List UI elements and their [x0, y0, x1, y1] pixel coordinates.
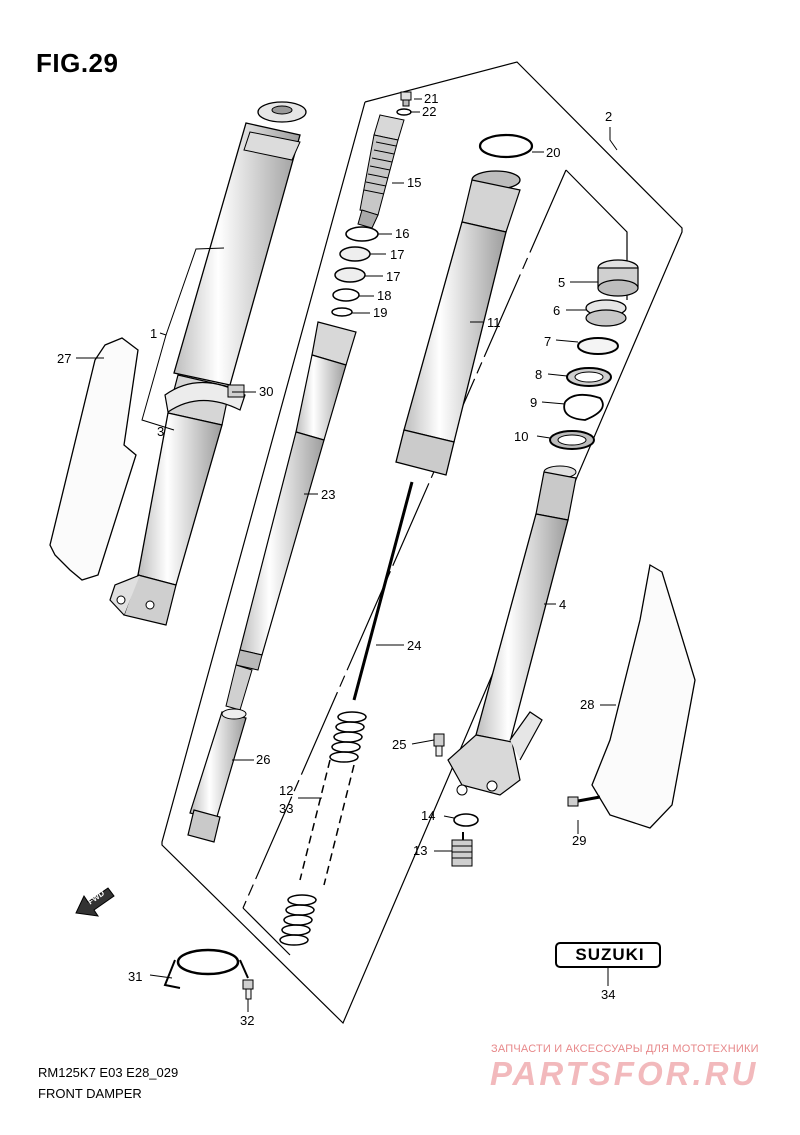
callout-17-upper: 17	[390, 247, 405, 262]
callout-27: 27	[57, 351, 72, 366]
damper-rod-23	[225, 321, 357, 711]
callout-32: 32	[240, 1013, 255, 1028]
ring-17-upper	[339, 246, 371, 262]
o-ring-22	[396, 108, 412, 116]
figure-title: FIG.29	[36, 48, 119, 78]
callout-19: 19	[373, 305, 388, 320]
watermark-logo: PARTSFOR.RU	[490, 1055, 759, 1092]
washer-14	[453, 813, 479, 827]
spring-12	[279, 711, 367, 946]
callout-25: 25	[392, 737, 407, 752]
o-ring-20	[478, 133, 534, 159]
callout-16: 16	[395, 226, 410, 241]
callout-2: 2	[605, 109, 613, 124]
callout-34: 34	[601, 987, 616, 1002]
rod-24	[352, 481, 414, 701]
inner-tube-4	[447, 465, 577, 796]
fwd-arrow-icon	[75, 887, 115, 917]
ring-17-lower	[334, 267, 366, 283]
leader-lines	[76, 98, 618, 1012]
callout-22: 22	[422, 104, 437, 119]
frame-inner	[565, 169, 628, 240]
callout-20: 20	[546, 145, 561, 160]
ring-19	[331, 307, 353, 317]
callout-13: 13	[413, 843, 428, 858]
model-code: RM125K7 E03 E28_029	[38, 1065, 179, 1080]
bushing-6	[585, 299, 627, 327]
watermark-caption: ЗАПЧАСТИ И АКСЕССУАРЫ ДЛЯ МОТОТЕХНИКИ	[491, 1043, 759, 1055]
callout-26: 26	[256, 752, 271, 767]
callout-18: 18	[377, 288, 392, 303]
outer-tube-11	[395, 170, 521, 476]
callout-6: 6	[553, 303, 561, 318]
bolt-25	[433, 733, 445, 757]
circlip-9	[563, 393, 604, 421]
bolt-32	[242, 979, 254, 1000]
suzuki-emblem-text: SUZUKI	[575, 945, 645, 964]
clamp-31	[163, 948, 249, 989]
callout-3: 3	[157, 424, 165, 439]
callout-1: 1	[150, 326, 158, 341]
fork-assembly-1	[109, 101, 307, 626]
frame-inner-bottom	[242, 907, 291, 956]
callout-10: 10	[514, 429, 529, 444]
callout-9: 9	[530, 395, 538, 410]
callout-5: 5	[558, 275, 566, 290]
callout-24: 24	[407, 638, 422, 653]
bolt-21	[400, 91, 412, 107]
callout-29: 29	[572, 833, 587, 848]
callout-11: 11	[487, 315, 501, 330]
callout-30: 30	[259, 384, 274, 399]
oil-seal-8	[566, 367, 612, 387]
callout-12: 12	[279, 783, 294, 798]
callout-4: 4	[559, 597, 567, 612]
callout-17-lower: 17	[386, 269, 401, 284]
bolt-29	[567, 795, 601, 807]
callout-31: 31	[128, 969, 143, 984]
callout-15: 15	[407, 175, 422, 190]
washer-7	[577, 337, 619, 355]
callout-14: 14	[421, 808, 436, 823]
callout-7: 7	[544, 334, 552, 349]
fork-guard-left-27	[49, 337, 139, 581]
callout-8: 8	[535, 367, 543, 382]
frame-inner-left	[242, 169, 567, 909]
callout-33: 33	[279, 801, 294, 816]
ring-16	[345, 226, 379, 242]
cylinder-26	[187, 708, 247, 843]
dust-seal-10	[549, 430, 595, 450]
ring-18	[332, 288, 360, 302]
callout-28: 28	[580, 697, 595, 712]
suzuki-emblem-34	[555, 942, 661, 968]
section-name: FRONT DAMPER	[38, 1086, 142, 1101]
cap-assembly-15	[357, 114, 405, 229]
bushing-5	[597, 259, 639, 297]
callout-23: 23	[321, 487, 336, 502]
callout-21: 21	[424, 91, 439, 106]
valve-13	[451, 832, 473, 867]
fork-guard-right-28	[591, 563, 696, 829]
